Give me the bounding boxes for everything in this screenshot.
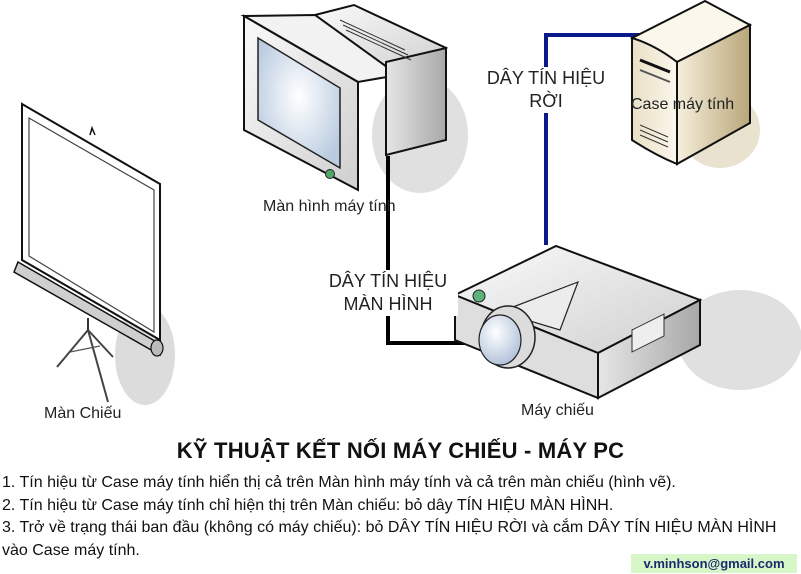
- instructions: 1. Tín hiệu từ Case máy tính hiển thị cả…: [2, 472, 800, 562]
- monitor-label: Màn hình máy tính: [263, 198, 396, 215]
- cable-label-line1: DÂY TÍN HIỆU: [328, 271, 448, 291]
- monitor-signal-cable-label: DÂY TÍN HIỆU MÀN HÌNH: [318, 270, 458, 316]
- instruction-1: 1. Tín hiệu từ Case máy tính hiển thị cả…: [2, 474, 676, 491]
- cable-label-line1: DÂY TÍN HIỆU: [486, 68, 606, 88]
- screen-label: Màn Chiếu: [44, 405, 122, 422]
- connection-diagram: [13, 0, 801, 405]
- instruction-2: 2. Tín hiệu từ Case máy tính chỉ hiện th…: [2, 496, 614, 514]
- cable-label-line2: MÀN HÌNH: [343, 294, 433, 314]
- crt-monitor-icon: [240, 3, 449, 192]
- instruction-3: 3. Trở về trạng thái ban đầu (không có m…: [2, 519, 777, 559]
- separate-signal-cable: [544, 33, 645, 245]
- cable-label-line2: RỜI: [529, 91, 563, 111]
- separate-signal-cable-label: DÂY TÍN HIỆU RỜI: [478, 67, 614, 113]
- page-title: KỸ THUẬT KẾT NỐI MÁY CHIẾU - MÁY PC: [176, 438, 625, 463]
- projection-screen-icon: [13, 102, 164, 403]
- projector-label: Máy chiếu: [521, 402, 594, 419]
- case-label: Case máy tính: [631, 96, 735, 113]
- monitor-signal-cable: [386, 156, 476, 345]
- author-email: v.minhson@gmail.com: [631, 554, 797, 573]
- pc-tower-icon: [629, 0, 753, 166]
- projector-icon: [452, 244, 703, 400]
